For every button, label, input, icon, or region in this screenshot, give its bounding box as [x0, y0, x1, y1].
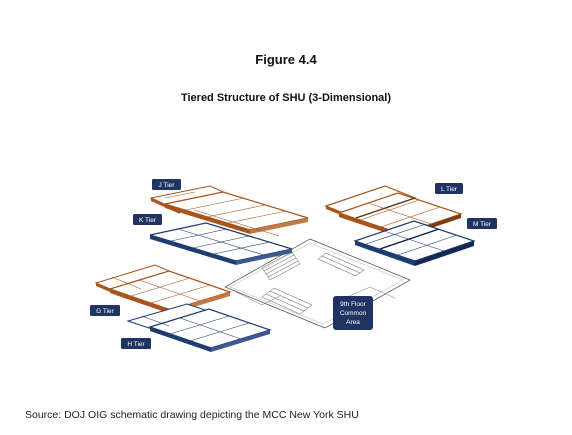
common-area-line-2: Common: [340, 310, 367, 317]
tier-label-l: L Tier: [435, 183, 463, 194]
tier-label-m: M Tier: [467, 218, 497, 229]
common-area-label: 9th Floor Common Area: [333, 296, 373, 330]
staircase-lower: [261, 287, 313, 315]
common-area-line-3: Area: [346, 319, 360, 326]
tier-h-block: [126, 303, 272, 352]
source-note: Source: DOJ OIG schematic drawing depict…: [25, 409, 359, 421]
tier-label-l-text: L Tier: [441, 186, 458, 193]
tier-label-h-text: H Tier: [127, 341, 145, 348]
tier-j-block: [149, 185, 309, 237]
tier-label-j-text: J Tier: [159, 182, 176, 189]
staircase-upper: [261, 251, 301, 281]
common-area-line-1: 9th Floor: [340, 301, 366, 308]
tier-label-h: H Tier: [121, 338, 151, 349]
tier-g-block: [94, 264, 232, 314]
tier-label-m-text: M Tier: [473, 221, 492, 228]
tier-label-g: G Tier: [90, 305, 120, 316]
tier-label-k-text: K Tier: [139, 217, 157, 224]
figure-title: Figure 4.4: [255, 52, 317, 67]
tier-k-block: [149, 222, 293, 265]
tier-label-j: J Tier: [152, 179, 181, 190]
figure-subtitle: Tiered Structure of SHU (3-Dimensional): [180, 92, 392, 104]
tier-label-k: K Tier: [133, 214, 162, 225]
tier-label-g-text: G Tier: [96, 308, 115, 315]
tier-m-block: [353, 220, 476, 266]
staircase-right: [317, 252, 365, 277]
